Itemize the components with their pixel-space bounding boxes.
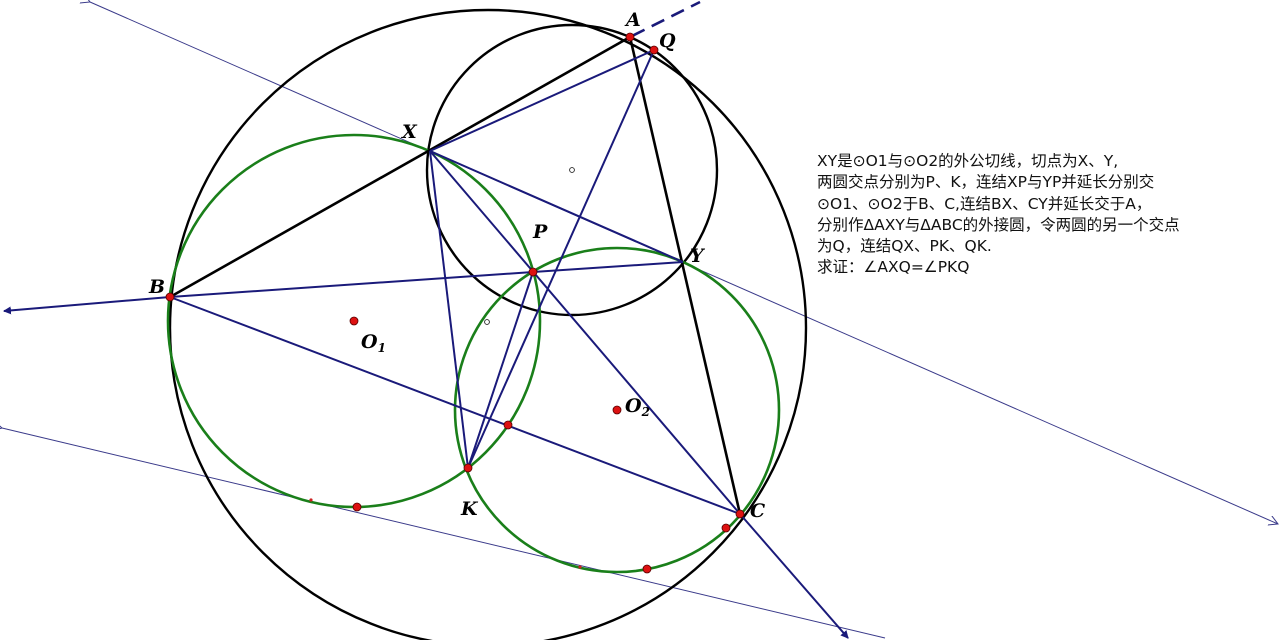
point-q — [649, 45, 659, 55]
ray-b-left — [3, 296, 171, 315]
segment-bc — [169, 296, 741, 515]
problem-line: XY是⊙O1与⊙O2的外公切线，切点为X、Y, — [817, 152, 1119, 170]
label-o2: O2 — [625, 395, 650, 419]
segment-xc — [429, 150, 741, 515]
problem-line: 为Q，连结QX、PK、QK. — [817, 237, 992, 256]
label-c: C — [750, 500, 765, 522]
label-x: X — [401, 121, 418, 143]
circle-o2 — [453, 246, 781, 574]
dashed-extension-a — [631, 0, 701, 38]
label-o1: O1 — [361, 331, 386, 355]
point-a — [625, 32, 635, 42]
point-b — [165, 292, 175, 302]
segment-ab — [169, 35, 631, 299]
tiny-point-2 — [578, 565, 582, 569]
label-a: A — [624, 9, 641, 31]
point-lower-o1 — [352, 502, 362, 512]
ray-c-down — [739, 513, 849, 639]
label-o2-sub: 2 — [641, 405, 650, 419]
circumcircle-axy — [425, 23, 719, 317]
hollow-point-axy-center — [569, 167, 575, 173]
segment-ac — [628, 36, 742, 515]
segment-xy — [429, 150, 684, 263]
problem-line: ⊙O1、⊙O2于B、C,连结BX、CY并延长交于A， — [817, 194, 1152, 213]
point-near-c — [721, 523, 731, 533]
lower-thin-line — [2, 428, 886, 639]
point-lower-o2 — [642, 564, 652, 574]
label-q: Q — [659, 30, 676, 52]
point-k — [463, 463, 473, 473]
circumcircle-abc — [168, 8, 808, 640]
point-c — [735, 509, 745, 519]
point-o2 — [612, 405, 622, 415]
label-y: Y — [690, 245, 706, 267]
label-o2-letter: O — [625, 395, 642, 417]
segment-py — [532, 261, 684, 273]
problem-line: 求证：∠AXQ=∠PKQ — [817, 258, 970, 277]
tiny-point-1 — [309, 498, 313, 502]
label-p: P — [532, 221, 548, 243]
label-o1-letter: O — [361, 331, 378, 353]
problem-statement: XY是⊙O1与⊙O2的外公切线，切点为X、Y, 两圆交点分别为P、K，连结XP与… — [817, 151, 1277, 279]
segment-pk — [467, 271, 534, 469]
label-k: K — [460, 498, 479, 520]
segment-qk — [467, 49, 655, 469]
segment-xk — [429, 150, 469, 469]
problem-line: 分别作ΔAXY与ΔABC的外接圆，令两圆的另一个交点 — [817, 215, 1180, 234]
point-bc-intersection — [503, 420, 513, 430]
segment-xq — [429, 49, 655, 152]
label-o1-sub: 1 — [378, 341, 386, 355]
label-b: B — [148, 276, 165, 298]
point-p — [528, 267, 538, 277]
segment-pb — [169, 271, 534, 298]
hollow-point-small — [484, 319, 490, 325]
problem-line: 两圆交点分别为P、K，连结XP与YP并延长分别交 — [817, 173, 1155, 192]
point-o1 — [349, 316, 359, 326]
